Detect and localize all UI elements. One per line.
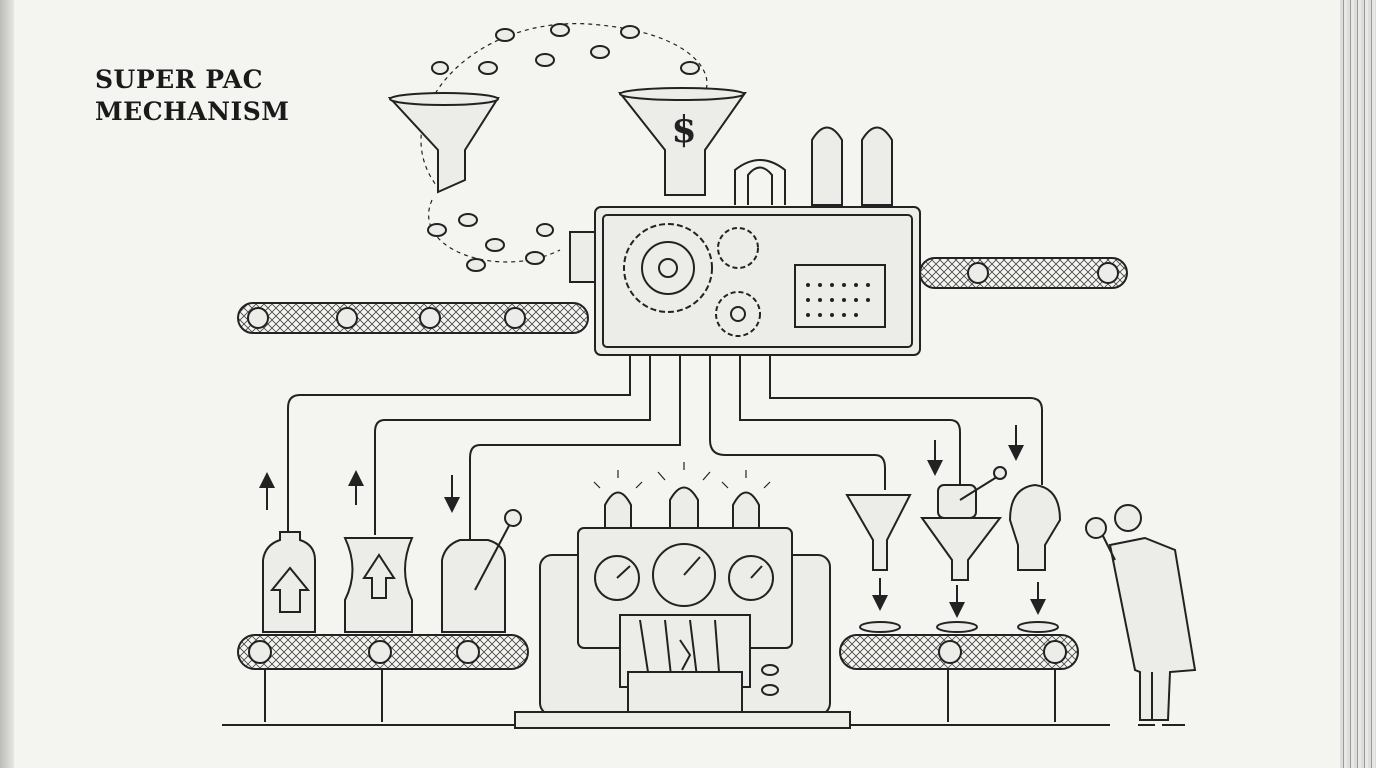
- gauge-icon: [594, 543, 774, 607]
- conveyor-belt-icon-bottom: [222, 621, 1110, 726]
- magnifying-glass-icon: [1085, 517, 1116, 561]
- coin-arc: [420, 23, 708, 272]
- page-edge-left: [0, 0, 14, 768]
- dollar-symbol: $: [671, 109, 696, 151]
- main-machine-box: [569, 206, 921, 356]
- output-funnels: [845, 466, 1062, 581]
- light-bulb-icon: [593, 462, 771, 529]
- funnel-icon: [387, 92, 500, 194]
- gear-icon: [623, 223, 761, 337]
- title-line-1: SUPER PAC: [95, 65, 263, 94]
- conveyor-belt-icon: [237, 257, 1128, 334]
- arrow-up-icon: [259, 470, 364, 510]
- pipes: [287, 355, 1043, 540]
- bottle-icon: [262, 509, 522, 633]
- title-line-2: MECHANISM: [95, 97, 290, 126]
- central-machine: [514, 462, 851, 729]
- coin-icon: [427, 23, 700, 272]
- vacuum-tube-icon: [734, 126, 893, 206]
- illustration-title: SUPER PAC MECHANISM: [95, 64, 289, 128]
- dollar-funnel: $: [617, 87, 747, 196]
- arrow-down-icon: [444, 425, 1046, 618]
- page-edge-right: [1340, 0, 1376, 768]
- scientist-figure: [1085, 504, 1197, 726]
